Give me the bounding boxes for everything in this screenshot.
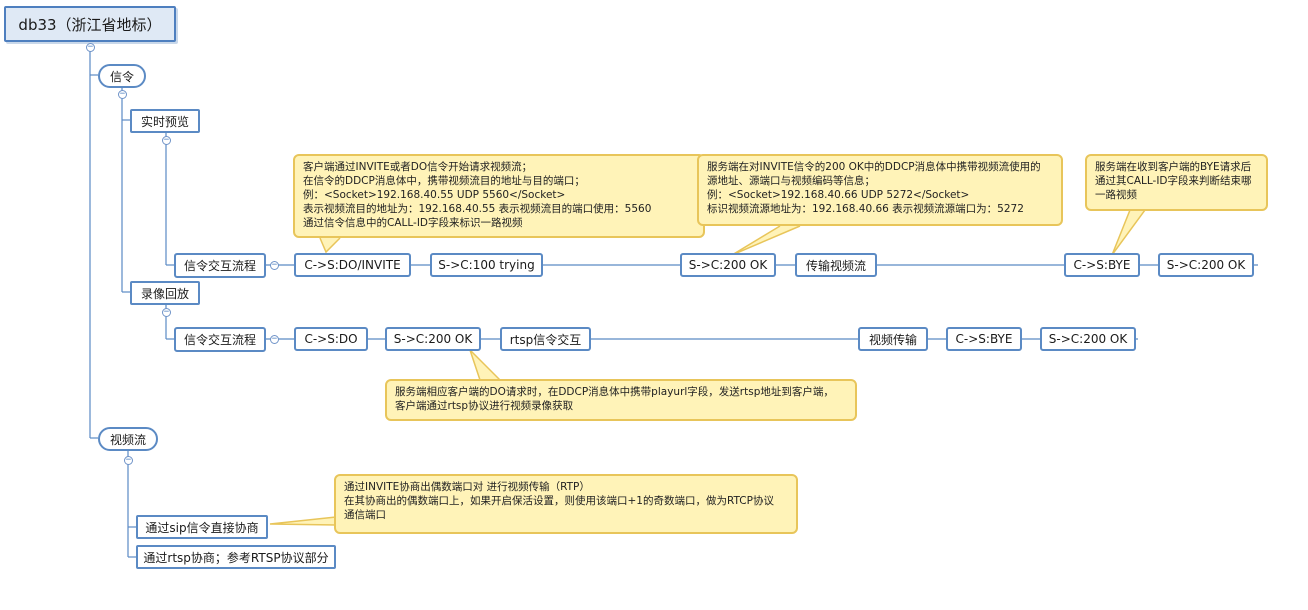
playback-node[interactable]: 录像回放 xyxy=(130,281,200,305)
playback-step-rtsp[interactable]: rtsp信令交互 xyxy=(500,327,591,351)
collapse-icon[interactable]: − xyxy=(124,455,133,465)
playback-step-video[interactable]: 视频传输 xyxy=(858,327,928,351)
playback-step-do[interactable]: C->S:DO xyxy=(294,327,368,351)
bye-callout: 服务端在收到客户端的BYE请求后 通过其CALL-ID字段来判断结束哪 一路视频 xyxy=(1085,154,1268,211)
realtime-step-200ok[interactable]: S->C:200 OK xyxy=(680,253,776,277)
root-node[interactable]: db33（浙江省地标） xyxy=(4,6,176,42)
ok-callout: 服务端在对INVITE信令的200 OK中的DDCP消息体中携带视频流使用的 源… xyxy=(697,154,1063,226)
playback-step-200ok[interactable]: S->C:200 OK xyxy=(385,327,481,351)
collapse-icon[interactable]: − xyxy=(270,334,279,344)
videostream-sip-node[interactable]: 通过sip信令直接协商 xyxy=(136,515,268,539)
collapse-icon[interactable]: − xyxy=(118,89,127,99)
collapse-icon[interactable]: − xyxy=(162,135,171,145)
invite-callout: 客户端通过INVITE或者DO信令开始请求视频流； 在信令的DDCP消息体中，携… xyxy=(293,154,705,238)
realtime-step-trying[interactable]: S->C:100 trying xyxy=(430,253,543,277)
playback-step-bye-ok[interactable]: S->C:200 OK xyxy=(1040,327,1136,351)
videostream-rtsp-node[interactable]: 通过rtsp协商；参考RTSP协议部分 xyxy=(136,545,336,569)
realtime-step-invite[interactable]: C->S:DO/INVITE xyxy=(294,253,411,277)
collapse-icon[interactable]: − xyxy=(270,260,279,270)
collapse-icon[interactable]: − xyxy=(162,307,171,317)
rtp-callout: 通过INVITE协商出偶数端口对 进行视频传输（RTP） 在其协商出的偶数端口上… xyxy=(334,474,798,534)
videostream-node[interactable]: 视频流 xyxy=(98,427,158,451)
signaling-node[interactable]: 信令 xyxy=(98,64,146,88)
realtime-preview-node[interactable]: 实时预览 xyxy=(130,109,200,133)
realtime-step-bye[interactable]: C->S:BYE xyxy=(1064,253,1140,277)
realtime-flow-node[interactable]: 信令交互流程 xyxy=(174,253,266,278)
playback-step-bye[interactable]: C->S:BYE xyxy=(946,327,1022,351)
playback-callout: 服务端相应客户端的DO请求时，在DDCP消息体中携带playurl字段，发送rt… xyxy=(385,379,857,421)
collapse-icon[interactable]: − xyxy=(86,42,95,52)
realtime-step-bye-ok[interactable]: S->C:200 OK xyxy=(1158,253,1254,277)
realtime-step-transfer[interactable]: 传输视频流 xyxy=(795,253,877,277)
playback-flow-node[interactable]: 信令交互流程 xyxy=(174,327,266,352)
